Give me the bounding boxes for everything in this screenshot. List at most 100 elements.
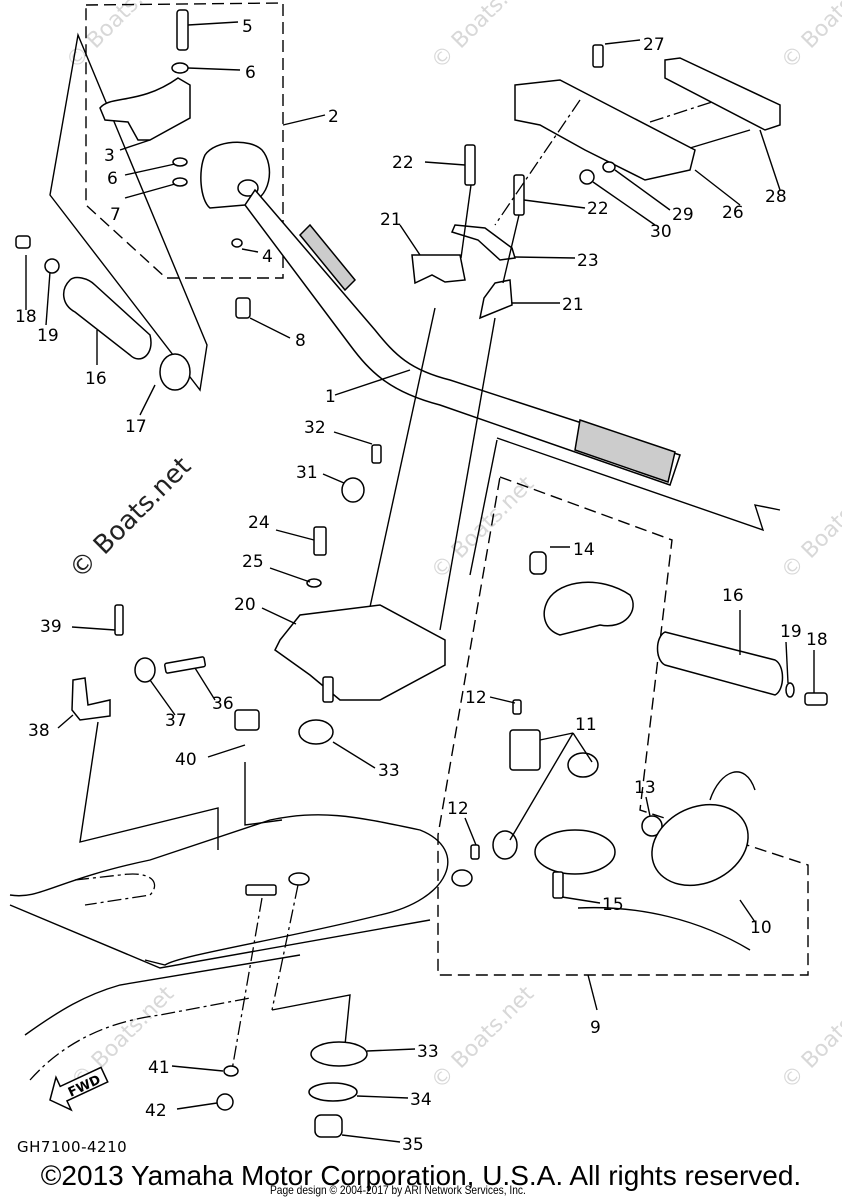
callout-16[interactable]: 16 [85,369,107,389]
switch-11-b [567,752,599,778]
switch-base [534,829,616,875]
handlebar-knurl-left [298,223,357,292]
washer-41 [223,1065,239,1077]
callout-7[interactable]: 7 [110,205,121,225]
handle-pad-26 [514,79,696,181]
callout-28[interactable]: 28 [765,187,787,207]
page-design-notice: Page design © 2004-2017 by ARI Network S… [270,1183,526,1197]
assembly-line [271,994,351,1046]
bracket-38 [71,677,111,721]
lanyard-coil [709,771,756,801]
callout-8[interactable]: 8 [295,331,306,351]
callout-33[interactable]: 33 [378,761,400,781]
callout-25[interactable]: 25 [242,552,264,572]
callout-4[interactable]: 4 [262,247,273,267]
lanyard-wire [577,906,751,951]
callout-38[interactable]: 38 [28,721,50,741]
callout-15[interactable]: 15 [602,895,624,915]
callout-34[interactable]: 34 [410,1090,432,1110]
bolt-18 [15,235,31,249]
callout-5[interactable]: 5 [242,17,253,37]
assembly-line [231,897,263,1071]
clamp-ring [451,869,473,887]
watermark: © Boats.net [427,981,540,1094]
copyright-notice: ©2013 Yamaha Motor Corporation, U.S.A. A… [40,1160,802,1191]
holder-21-left [411,254,466,285]
callout-18[interactable]: 18 [806,630,828,650]
callout-13[interactable]: 13 [634,778,656,798]
callout-42[interactable]: 42 [145,1101,167,1121]
assembly-line [271,884,299,1011]
callout-6[interactable]: 6 [107,169,118,189]
callout-29[interactable]: 29 [672,205,694,225]
pad-guide-line [649,101,713,123]
callout-3[interactable]: 3 [104,146,115,166]
callout-26[interactable]: 26 [722,203,744,223]
callout-11[interactable]: 11 [575,715,597,735]
callout-22[interactable]: 22 [587,199,609,219]
callout-23[interactable]: 23 [577,251,599,271]
callout-14[interactable]: 14 [573,540,595,560]
grommet-33-bottom [310,1041,368,1067]
deck-edge [9,904,431,969]
callout-10[interactable]: 10 [750,918,772,938]
throttle-assembly-boundary [85,2,284,279]
grip-16-left [63,276,152,360]
bolt-8 [235,297,251,319]
throttle-lever-3 [99,77,191,141]
circlip-7 [172,177,188,187]
callout-35[interactable]: 35 [402,1135,424,1155]
callout-36[interactable]: 36 [212,694,234,714]
callouts: 5 6 2 3 6 7 4 8 18 19 16 17 1 27 28 26 2… [15,17,828,1155]
callout-19[interactable]: 19 [37,326,59,346]
callout-17[interactable]: 17 [125,417,147,437]
callout-30[interactable]: 30 [650,222,672,242]
rivet-39 [114,604,124,636]
assembly-line [494,99,581,226]
callout-40[interactable]: 40 [175,750,197,770]
bolt-22-right [513,174,525,216]
callout-12[interactable]: 12 [447,799,469,819]
right-grip-group-outline [469,439,498,576]
callout-31[interactable]: 31 [296,463,318,483]
screw-12-top [512,699,522,715]
callout-9[interactable]: 9 [590,1018,601,1038]
holder-21-right [478,279,513,320]
callout-37[interactable]: 37 [165,711,187,731]
callout-20[interactable]: 20 [234,595,256,615]
callout-21[interactable]: 21 [380,210,402,230]
handlebar-knurl-right [574,419,676,483]
bolt-18-right [804,692,828,706]
deck-outline [9,814,449,966]
callout-18[interactable]: 18 [15,307,37,327]
nipple-24 [313,526,327,556]
deck-rim [29,997,251,1081]
watermark: © Boats.net [64,452,197,585]
callout-39[interactable]: 39 [40,617,62,637]
bolt-22-left [464,144,476,186]
watermark: © Boats.net [777,981,842,1094]
callout-41[interactable]: 41 [148,1058,170,1078]
callout-33[interactable]: 33 [417,1042,439,1062]
callout-27[interactable]: 27 [643,35,665,55]
clamp-31 [341,477,365,503]
callout-21[interactable]: 21 [562,295,584,315]
washer-6-lower [172,157,188,167]
bolt-5 [176,9,189,51]
callout-1[interactable]: 1 [325,387,336,407]
grip-16-right [656,631,784,696]
washer-34 [308,1082,358,1102]
nut-42 [216,1093,234,1111]
grommet-33-top [298,719,334,745]
callout-19[interactable]: 19 [780,622,802,642]
callout-2[interactable]: 2 [328,107,339,127]
callout-6[interactable]: 6 [245,63,256,83]
callout-32[interactable]: 32 [304,418,326,438]
callout-16[interactable]: 16 [722,586,744,606]
callout-22[interactable]: 22 [392,153,414,173]
grommet-37 [134,657,156,683]
plate-20 [274,604,446,701]
callout-24[interactable]: 24 [248,513,270,533]
callout-12[interactable]: 12 [465,688,487,708]
